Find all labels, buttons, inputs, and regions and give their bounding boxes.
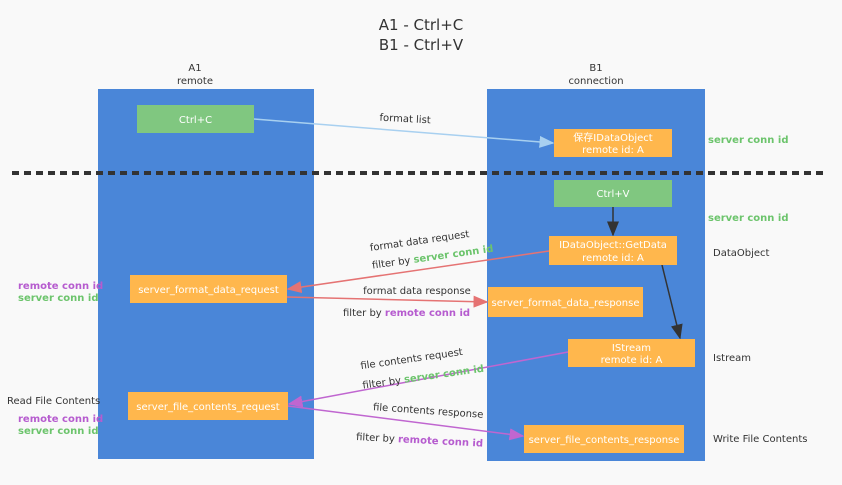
save-dataobject-line2: remote id: A	[582, 145, 644, 156]
format-data-response-arrow	[286, 295, 489, 308]
dataobject-label: DataObject	[713, 248, 770, 259]
b1-column-name: B1	[589, 63, 602, 74]
format-response-label: server_format_data_response	[492, 298, 640, 309]
left-remote-conn-id-2: remote conn id	[18, 414, 103, 425]
filter-by-label: filter by remote conn id	[356, 432, 483, 450]
ctrl-v-label: Ctrl+V	[596, 189, 629, 200]
left-server-conn-id-1: server conn id	[18, 293, 98, 304]
getdata-line1: IDataObject::GetData	[559, 240, 667, 251]
b1-column-subtitle: connection	[568, 76, 623, 87]
format-response-box: server_format_data_response	[488, 287, 643, 317]
save-dataobject-box: 保存IDataObject remote id: A	[554, 129, 672, 157]
getdata-line2: remote id: A	[582, 253, 644, 264]
left-server-conn-id-2: server conn id	[18, 426, 98, 437]
getdata-box: IDataObject::GetData remote id: A	[549, 236, 677, 265]
title-line1: A1 - Ctrl+C	[379, 16, 464, 34]
format-request-box: server_format_data_request	[130, 275, 287, 303]
format-data-request-arrow	[286, 250, 550, 293]
right-server-conn-id-1: server conn id	[708, 135, 788, 146]
title-line2: B1 - Ctrl+V	[379, 36, 464, 54]
format-data-response-label: format data response	[363, 286, 471, 297]
file-contents-request-arrow	[287, 351, 569, 408]
istream-label: Istream	[713, 353, 751, 364]
write-file-contents-label: Write File Contents	[713, 434, 807, 445]
istream-line2: remote id: A	[601, 355, 663, 366]
right-server-conn-id-2: server conn id	[708, 213, 788, 224]
istream-line1: IStream	[612, 343, 651, 354]
format-list-arrow	[253, 118, 555, 148]
filter-by-label: filter by remote conn id	[343, 308, 470, 319]
ctrl-v-box: Ctrl+V	[554, 180, 672, 207]
left-remote-conn-id-1: remote conn id	[18, 281, 103, 292]
file-response-label: server_file_contents_response	[529, 435, 680, 446]
file-request-label: server_file_contents_request	[136, 402, 279, 413]
a1-column-subtitle: remote	[177, 76, 213, 87]
format-list-label: format list	[379, 113, 431, 127]
istream-box: IStream remote id: A	[568, 339, 695, 367]
file-contents-response-arrow	[287, 405, 525, 441]
ctrl-c-box: Ctrl+C	[137, 105, 254, 133]
file-contents-response-label: file contents response	[373, 402, 484, 421]
file-request-box: server_file_contents_request	[128, 392, 288, 420]
getdata-to-istream-arrow	[661, 264, 683, 340]
save-dataobject-line1: 保存IDataObject	[573, 131, 652, 144]
a1-column-name: A1	[188, 63, 201, 74]
file-response-box: server_file_contents_response	[524, 425, 684, 453]
ctrl-c-label: Ctrl+C	[179, 115, 212, 126]
read-file-contents-label: Read File Contents	[7, 396, 100, 407]
format-request-label: server_format_data_request	[138, 285, 279, 296]
